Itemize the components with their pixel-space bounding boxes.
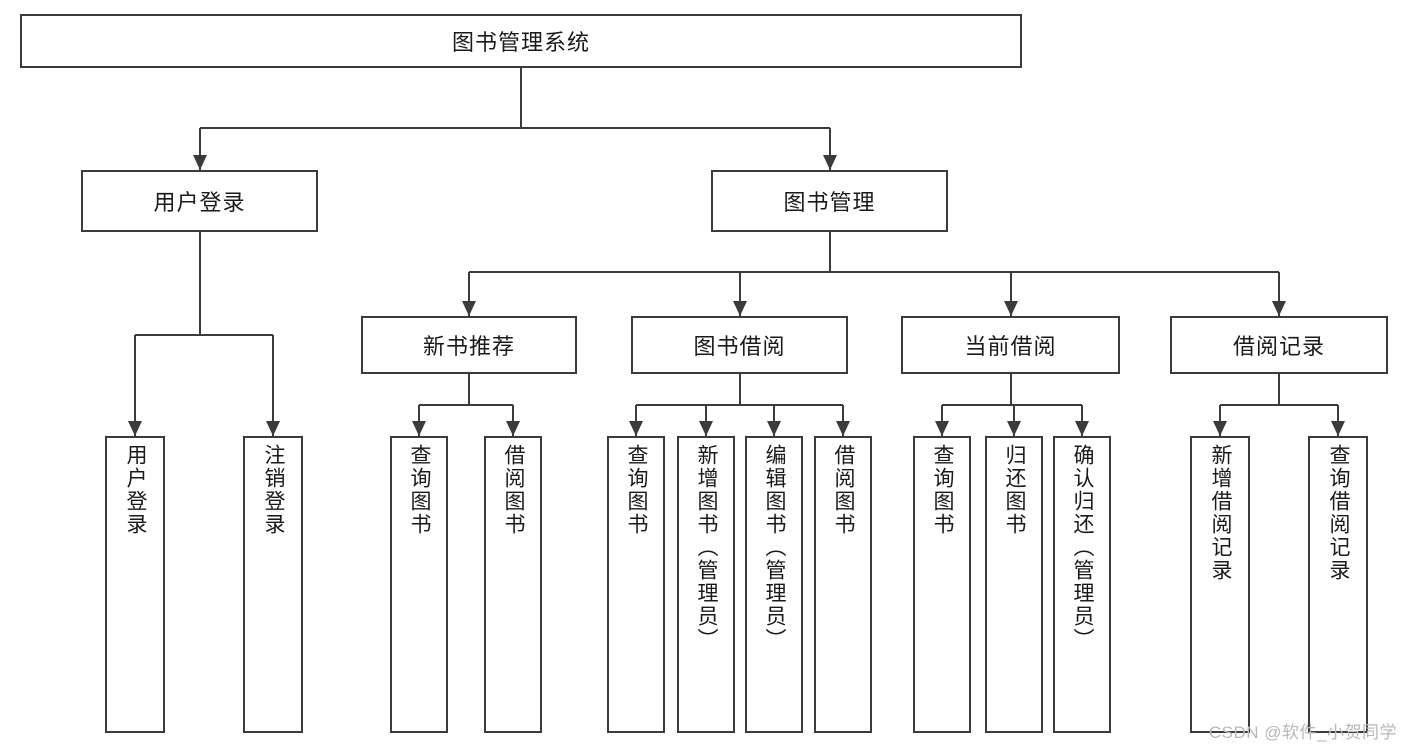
arrowhead-icon	[1213, 421, 1227, 436]
node-leaf-borrow-book-label: 借阅图书	[832, 444, 856, 536]
arrowhead-icon	[935, 421, 949, 436]
node-leaf-confirm-return[interactable]: 确认归还（管理员）	[1053, 436, 1111, 733]
edge-drop-root	[828, 128, 831, 170]
edge-drop-book-borrow	[635, 405, 637, 436]
node-leaf-query-book-borrow-label: 查询图书	[625, 444, 649, 536]
node-leaf-edit-book-label: 编辑图书（管理员）	[763, 444, 787, 651]
edge-drop-new-book-rec	[512, 405, 514, 436]
node-leaf-return-book-label: 归还图书	[1003, 444, 1027, 536]
node-root[interactable]: 图书管理系统	[20, 14, 1022, 68]
arrowhead-icon	[836, 421, 850, 436]
node-leaf-query-book-rec[interactable]: 查询图书	[390, 436, 448, 733]
node-leaf-borrow-book-rec[interactable]: 借阅图书	[484, 436, 542, 733]
arrowhead-icon	[732, 301, 747, 316]
node-leaf-add-book-label: 新增图书（管理员）	[695, 444, 719, 651]
edge-stem-borrow-record	[1278, 374, 1280, 405]
arrowhead-icon	[1003, 301, 1018, 316]
node-current-borrow[interactable]: 当前借阅	[901, 316, 1120, 374]
arrowhead-icon	[1272, 301, 1286, 316]
edge-drop-book-manage	[1278, 272, 1280, 316]
arrowhead-icon	[462, 301, 476, 316]
edge-stem-new-book-rec	[468, 374, 470, 405]
node-leaf-query-record[interactable]: 查询借阅记录	[1308, 436, 1368, 733]
arrowhead-icon	[128, 421, 142, 436]
edge-stem-book-manage	[828, 232, 831, 272]
edge-drop-current-borrow	[941, 405, 943, 436]
edge-drop-book-borrow	[773, 405, 775, 436]
arrowhead-icon	[1007, 421, 1021, 436]
node-leaf-query-book-cur[interactable]: 查询图书	[913, 436, 971, 733]
edge-drop-book-borrow	[842, 405, 844, 436]
arrowhead-icon	[1331, 421, 1345, 436]
node-root-label: 图书管理系统	[451, 30, 590, 55]
edge-bus-book-borrow	[636, 404, 843, 406]
edge-drop-current-borrow	[1013, 405, 1015, 436]
arrowhead-icon	[767, 421, 781, 436]
node-current-borrow-label: 当前借阅	[964, 334, 1057, 359]
edge-drop-new-book-rec	[418, 405, 420, 436]
edge-drop-book-manage	[738, 272, 741, 316]
edge-drop-current-borrow	[1081, 405, 1083, 436]
edge-bus-user-login	[135, 334, 273, 336]
arrowhead-icon	[1075, 421, 1089, 436]
node-leaf-user-login[interactable]: 用户登录	[105, 436, 165, 733]
edge-bus-book-manage	[469, 271, 1279, 273]
arrowhead-icon	[412, 421, 426, 436]
edge-bus-new-book-rec	[419, 404, 513, 406]
edge-drop-book-borrow	[705, 405, 707, 436]
edge-bus-root	[199, 127, 830, 129]
watermark-text: CSDN @软件_小贺同学	[1208, 723, 1397, 742]
edge-bus-borrow-record	[1220, 404, 1338, 406]
node-leaf-add-record-label: 新增借阅记录	[1209, 444, 1233, 582]
edge-stem-user-login	[198, 232, 201, 335]
edge-stem-current-borrow	[1009, 374, 1012, 405]
edge-drop-borrow-record	[1219, 405, 1221, 436]
node-book-manage[interactable]: 图书管理	[711, 170, 948, 232]
arrowhead-icon	[822, 155, 837, 170]
node-leaf-add-record[interactable]: 新增借阅记录	[1190, 436, 1250, 733]
arrowhead-icon	[699, 421, 713, 436]
node-leaf-query-book-cur-label: 查询图书	[931, 444, 955, 536]
edge-drop-book-manage	[1009, 272, 1012, 316]
node-leaf-edit-book[interactable]: 编辑图书（管理员）	[745, 436, 803, 733]
node-leaf-user-logout[interactable]: 注销登录	[243, 436, 303, 733]
node-leaf-user-logout-label: 注销登录	[262, 444, 286, 536]
node-leaf-confirm-return-label: 确认归还（管理员）	[1071, 444, 1095, 651]
edge-bus-current-borrow	[942, 404, 1082, 406]
node-leaf-query-book-borrow[interactable]: 查询图书	[607, 436, 665, 733]
node-user-login-label: 用户登录	[153, 190, 246, 215]
edge-stem-book-borrow	[738, 374, 741, 405]
node-leaf-query-record-label: 查询借阅记录	[1327, 444, 1351, 582]
node-leaf-return-book[interactable]: 归还图书	[985, 436, 1043, 733]
arrowhead-icon	[266, 421, 280, 436]
node-leaf-add-book[interactable]: 新增图书（管理员）	[677, 436, 735, 733]
arrowhead-icon	[506, 421, 520, 436]
node-book-borrow[interactable]: 图书借阅	[631, 316, 848, 374]
node-leaf-borrow-book[interactable]: 借阅图书	[814, 436, 872, 733]
node-new-book-rec[interactable]: 新书推荐	[361, 316, 577, 374]
node-new-book-rec-label: 新书推荐	[422, 334, 515, 359]
node-leaf-query-book-rec-label: 查询图书	[408, 444, 432, 536]
node-borrow-record[interactable]: 借阅记录	[1170, 316, 1388, 374]
node-borrow-record-label: 借阅记录	[1232, 334, 1325, 359]
arrowhead-icon	[629, 421, 643, 436]
edge-drop-borrow-record	[1337, 405, 1339, 436]
node-leaf-borrow-book-rec-label: 借阅图书	[502, 444, 526, 536]
edge-drop-root	[198, 128, 201, 170]
node-leaf-user-login-label: 用户登录	[124, 444, 148, 536]
node-user-login[interactable]: 用户登录	[81, 170, 318, 232]
arrowhead-icon	[192, 155, 207, 170]
node-book-borrow-label: 图书借阅	[693, 334, 786, 359]
edge-stem-root	[520, 68, 522, 128]
edge-drop-book-manage	[468, 272, 470, 316]
edge-drop-user-login	[134, 335, 136, 436]
edge-drop-user-login	[272, 335, 274, 436]
node-book-manage-label: 图书管理	[783, 190, 876, 215]
